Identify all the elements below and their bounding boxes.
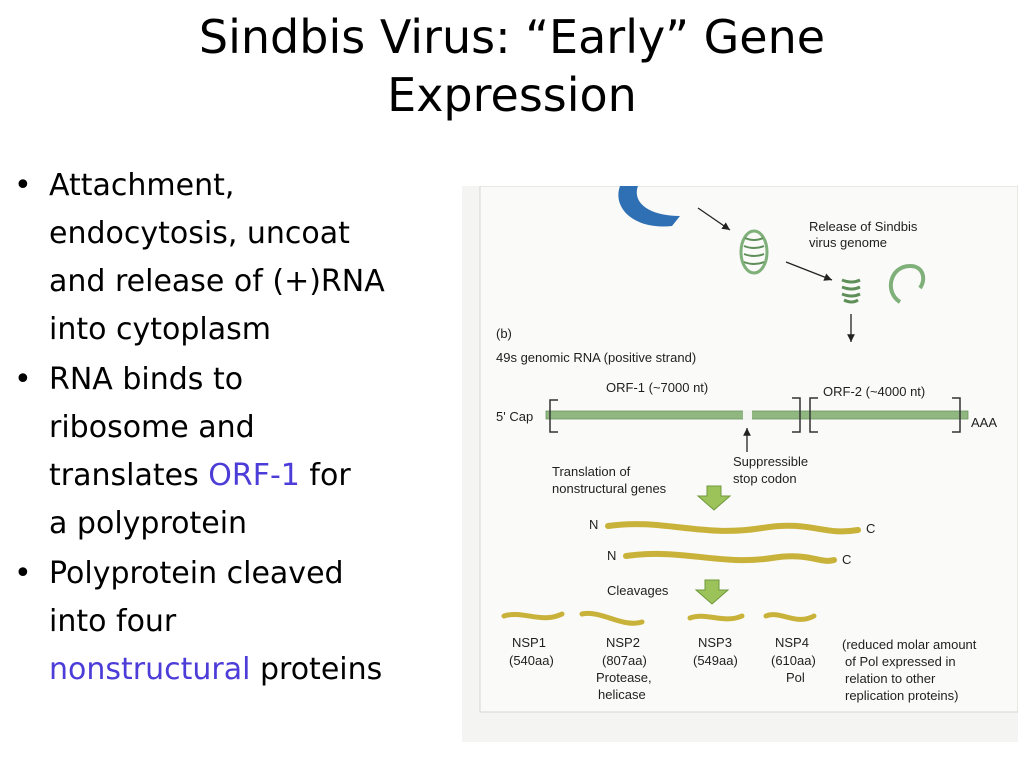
polyprotein-1 — [605, 521, 861, 535]
note-line-4: replication proteins) — [845, 688, 958, 703]
orf1-bracket-left — [549, 399, 558, 433]
bullet-3-line-2: into four — [49, 604, 177, 639]
bullet-2-text: translates — [49, 458, 209, 493]
note-line-1: (reduced molar amount — [842, 637, 977, 652]
cleavage-block-arrow — [694, 579, 730, 605]
rna-hook-icon — [889, 263, 926, 304]
translation-label-1: Translation of — [552, 464, 631, 479]
stop-label-2: stop codon — [733, 471, 797, 486]
genomic-rna-strand — [545, 410, 969, 420]
nsp1-size: (540aa) — [509, 653, 554, 668]
nsp2-role: Protease, — [596, 670, 652, 685]
orf1-bracket-right — [792, 397, 801, 433]
bullet-1-line-1: Attachment, — [49, 168, 235, 203]
nsp4-role: Pol — [786, 670, 805, 685]
bullet-2-line-1: RNA binds to — [49, 362, 244, 397]
coil-lines — [743, 237, 765, 265]
note-line-3: relation to other — [845, 671, 936, 686]
endosome-membrane — [618, 186, 680, 227]
figure-sheet — [479, 186, 1018, 713]
genome-coil-icon — [841, 278, 861, 304]
nsp4-name: NSP4 — [775, 635, 809, 650]
release-arrow — [697, 207, 731, 231]
bullet-1-line-4: into cytoplasm — [49, 312, 271, 347]
nsp4-size: (610aa) — [771, 653, 816, 668]
nsp2-name: NSP2 — [606, 635, 640, 650]
orf1-label: ORF-1 (~7000 nt) — [606, 380, 708, 395]
nucleocapsid-icon — [739, 229, 769, 275]
bullet-1-line-3: and release of (+)RNA — [49, 264, 385, 299]
bullet-2-line-3: translates ORF-1 for — [49, 452, 469, 500]
bullet-item-1: • Attachment, endocytosis, uncoat and re… — [14, 162, 469, 354]
slide-title: Sindbis Virus: “Early” Gene Expression — [0, 8, 1024, 124]
nsp3-protein — [687, 613, 745, 622]
bullet-2-text-end: for — [299, 458, 351, 493]
polyprotein-2-c: C — [842, 552, 851, 567]
title-line-1: Sindbis Virus: “Early” Gene — [198, 10, 826, 64]
cap-label: 5' Cap — [496, 409, 533, 424]
orf2-label: ORF-2 (~4000 nt) — [823, 384, 925, 399]
polya-label: AAA — [971, 415, 997, 430]
cleavages-label: Cleavages — [607, 583, 669, 598]
note-line-2: of Pol expressed in — [845, 654, 956, 669]
bullet-item-2: • RNA binds to ribosome and translates O… — [14, 356, 469, 548]
orf2-bracket-left — [809, 397, 818, 433]
nsp3-name: NSP3 — [698, 635, 732, 650]
nsp2-size: (807aa) — [602, 653, 647, 668]
bullet-3-line-3: nonstructural proteins — [49, 646, 469, 694]
bullet-item-3: • Polyprotein cleaved into four nonstruc… — [14, 550, 469, 694]
translation-block-arrow — [696, 485, 732, 511]
nonstructural-highlight: nonstructural — [49, 652, 251, 687]
nsp1-protein — [501, 611, 565, 621]
bullet-list: • Attachment, endocytosis, uncoat and re… — [14, 162, 469, 696]
bullet-dot: • — [14, 168, 32, 203]
genome-arrow — [785, 261, 833, 281]
bullet-2-line-2: ribosome and — [49, 410, 255, 445]
release-label-1: Release of Sindbis — [809, 219, 918, 234]
bullet-2-line-4: a polyprotein — [49, 506, 248, 541]
bullet-1-line-2: endocytosis, uncoat — [49, 216, 350, 251]
orf1-highlight: ORF-1 — [208, 458, 300, 493]
polyprotein-1-n: N — [589, 517, 598, 532]
bullet-3-text-end: proteins — [250, 652, 383, 687]
stop-label-1: Suppressible — [733, 454, 808, 469]
sindbis-diagram: Release of Sindbis virus genome (b) 49s … — [462, 186, 1018, 742]
nsp2-protein — [579, 610, 645, 626]
rna-label: 49s genomic RNA (positive strand) — [496, 350, 696, 365]
nsp4-protein — [763, 612, 817, 622]
polyprotein-2-n: N — [607, 548, 616, 563]
polyprotein-2 — [623, 550, 837, 564]
stop-codon-gap — [743, 410, 752, 420]
bullet-dot: • — [14, 362, 32, 397]
nsp2-role-2: helicase — [598, 687, 646, 702]
polyprotein-1-c: C — [866, 521, 875, 536]
diagram-svg: Release of Sindbis virus genome (b) 49s … — [479, 186, 1018, 713]
bullet-dot: • — [14, 556, 32, 591]
panel-label: (b) — [496, 326, 512, 341]
translation-label-2: nonstructural genes — [552, 481, 667, 496]
nsp3-size: (549aa) — [693, 653, 738, 668]
release-label-2: virus genome — [809, 235, 887, 250]
nsp1-name: NSP1 — [512, 635, 546, 650]
bullet-3-line-1: Polyprotein cleaved — [49, 556, 344, 591]
orf2-bracket-right — [952, 397, 961, 433]
title-line-2: Expression — [387, 68, 637, 122]
